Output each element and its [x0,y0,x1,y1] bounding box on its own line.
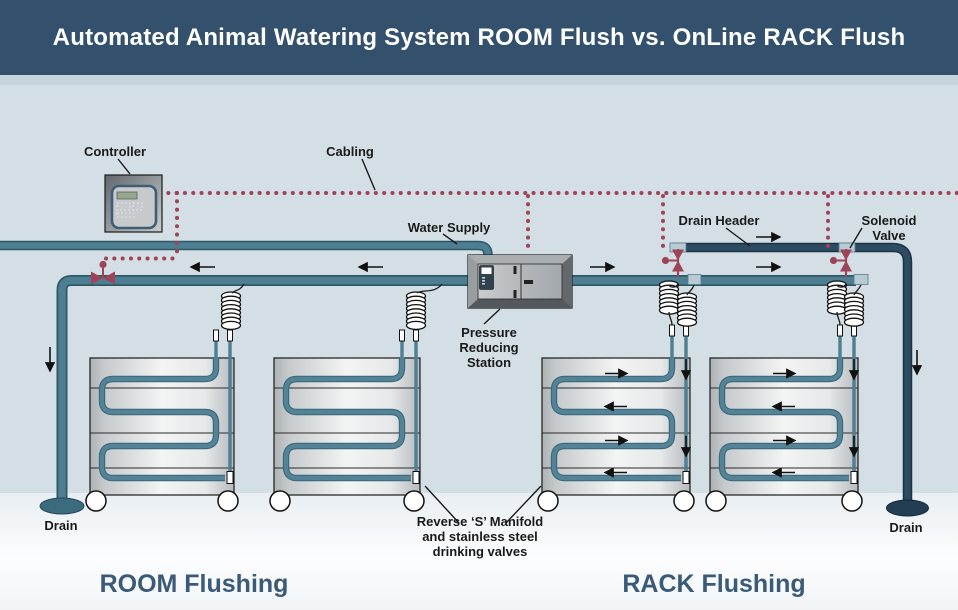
main-distribution-pipe [56,275,856,501]
recoil-hose-coil [676,292,698,327]
supply-end-cap [853,274,869,285]
recoil-hose-coil [220,291,242,331]
bottom-drinking-valve [850,471,858,484]
floor-area [0,493,958,610]
drinking-valve-fitting [227,329,233,342]
caster-wheel [269,490,291,512]
drain-outlet-left [39,497,85,515]
controller-screen [116,191,138,200]
bottom-drinking-valve [226,471,234,484]
water-supply-label: Water Supply [407,220,491,235]
title-underline-strip [0,75,958,85]
solenoid-valve-label: Solenoid Valve [861,213,917,243]
caster-wheel [673,490,695,512]
drain-header-label: Drain Header [678,213,760,228]
bottom-drinking-valve [412,471,420,484]
recoil-hose-coil [658,280,680,315]
caster-wheel [537,490,559,512]
caster-wheel [841,490,863,512]
caster-wheel [217,490,239,512]
drain-right-label: Drain [889,520,923,535]
label-pointer-lines [117,158,863,524]
controller [104,174,163,233]
drinking-valve-fitting [669,324,675,337]
drinking-valve-fitting [399,329,405,342]
water-supply-pipe [0,240,493,261]
reverse-s-manifold-label: Reverse ‘S’ Manifold and stainless steel… [416,514,544,559]
room-flushing-label: ROOM Flushing [99,570,289,598]
controller-label: Controller [83,144,147,159]
drinking-valve-fitting [837,324,843,337]
drinking-valve-fitting [213,329,219,342]
rack-4 [705,324,863,512]
drain-left-label: Drain [44,518,78,533]
drinking-valve-fitting [413,329,419,342]
supply-tab-rack3 [687,274,702,285]
caster-wheel [705,490,727,512]
drain-outlet-right [886,499,929,517]
title-bar: Automated Animal Watering System ROOM Fl… [0,0,958,75]
pressure-station-label: Pressure Reducing Station [459,325,519,370]
rack-3 [537,324,695,512]
cabling-label: Cabling [326,144,374,159]
pressure-reducing-station [467,254,573,309]
caster-wheel [85,490,107,512]
rack-1 [85,329,239,512]
solenoid-valve-2 [829,249,852,277]
rack-2 [269,329,425,512]
recoil-hose-coil [843,292,865,327]
page-title: Automated Animal Watering System ROOM Fl… [52,23,906,51]
bottom-drinking-valve [682,471,690,484]
caster-wheel [403,490,425,512]
rack-flushing-label: RACK Flushing [622,570,806,598]
cable-lines [104,191,958,261]
room-flush-valve [91,260,115,285]
recoil-hose-coil [405,291,427,331]
coil-connector-hoses [231,283,862,326]
solenoid-valve-1 [661,249,684,277]
drain-header-pipe [672,242,913,501]
